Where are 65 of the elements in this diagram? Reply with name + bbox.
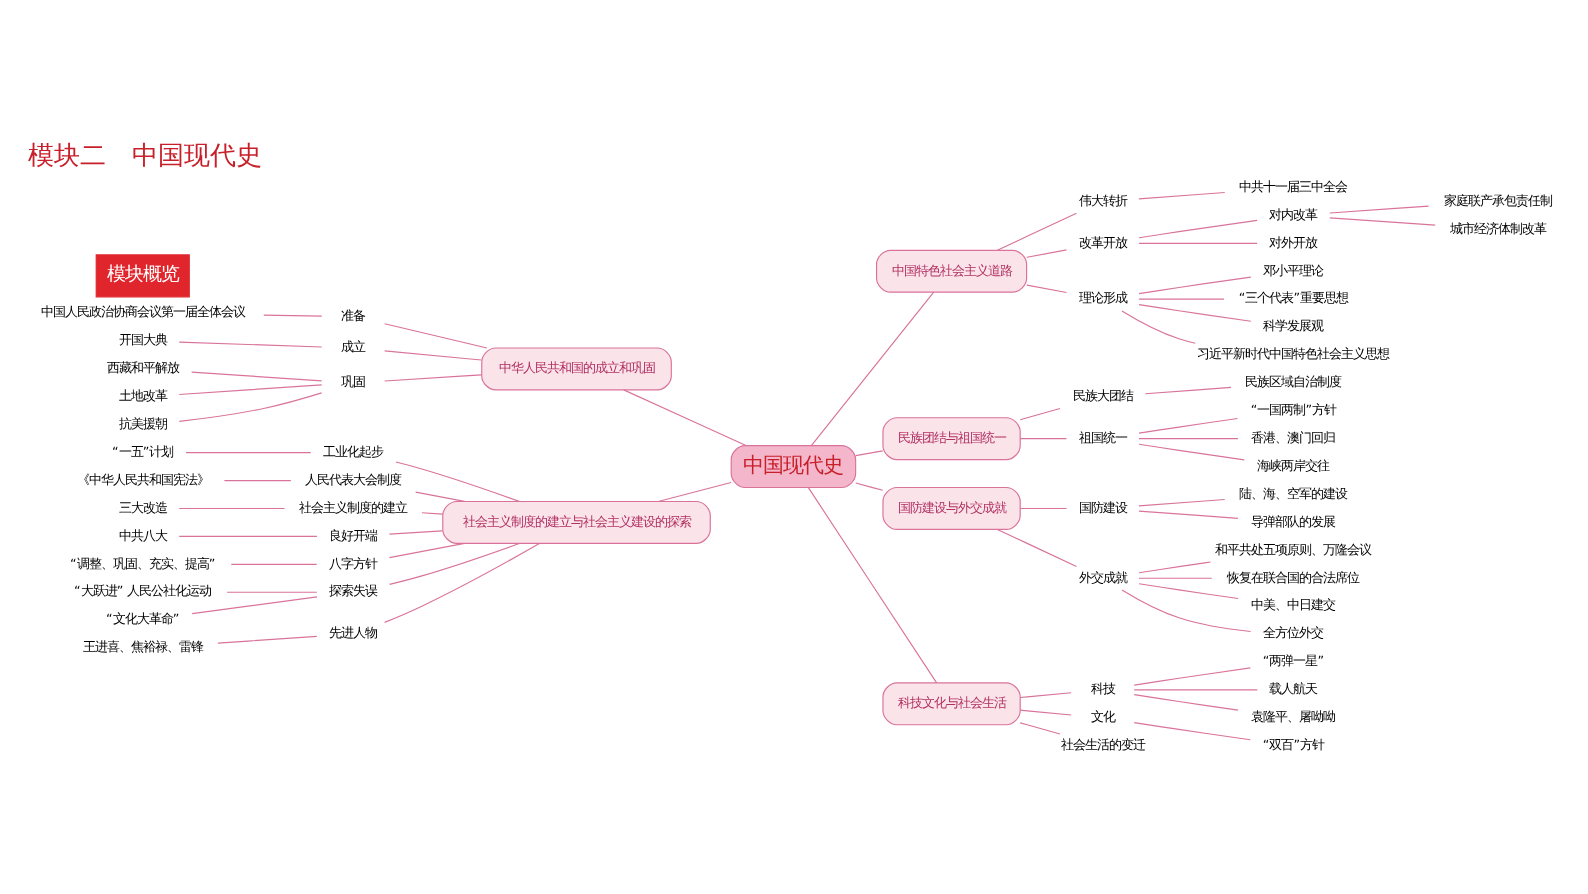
connector [1138, 576, 1213, 578]
connector [226, 590, 318, 592]
connector [1138, 509, 1239, 518]
connector [178, 383, 323, 395]
connector [185, 451, 312, 453]
connector [1138, 275, 1252, 294]
connector [263, 313, 323, 316]
connector [1026, 283, 1068, 293]
connector [384, 373, 483, 381]
connector [388, 541, 466, 558]
connector [1138, 582, 1239, 599]
connector [623, 388, 747, 446]
connector [1138, 416, 1239, 433]
connector [178, 534, 318, 536]
connector [1138, 303, 1252, 321]
connector [1138, 218, 1258, 238]
diagram-title: 模块二 中国现代史 [28, 140, 263, 171]
connector [384, 349, 483, 360]
connector [178, 391, 323, 421]
connector [1329, 216, 1436, 225]
connector [810, 290, 935, 445]
connector [1138, 560, 1212, 573]
connector [389, 541, 520, 584]
connector [1138, 442, 1245, 460]
node-box: 中国现代史 [730, 444, 857, 488]
connector [1133, 688, 1258, 690]
connector [1138, 297, 1225, 299]
connector [1144, 385, 1232, 394]
connector [415, 490, 466, 502]
connector [1138, 437, 1239, 439]
connector [384, 322, 488, 348]
connector [1121, 588, 1252, 632]
connector [178, 506, 286, 509]
connector [191, 595, 318, 614]
connector [1019, 406, 1061, 420]
connector [217, 634, 318, 643]
connector [178, 340, 323, 347]
connector [807, 486, 938, 683]
connector [1121, 309, 1196, 343]
connector [1019, 721, 1061, 734]
connector [1019, 437, 1068, 439]
connector [223, 479, 292, 481]
connector [1019, 708, 1072, 715]
connector [388, 529, 443, 534]
connector [1133, 721, 1251, 740]
connector [1138, 497, 1226, 506]
connector [855, 481, 884, 490]
connector [1138, 241, 1258, 243]
connector [1133, 666, 1251, 685]
connector [855, 449, 884, 456]
connector [1329, 204, 1430, 213]
connector [996, 527, 1078, 567]
connector [1019, 506, 1068, 509]
connector [657, 480, 732, 502]
connector [395, 460, 520, 501]
connector [1133, 693, 1239, 710]
connector [421, 511, 444, 514]
connector [1019, 691, 1072, 698]
connector [1026, 248, 1068, 257]
connector [191, 370, 323, 381]
label: 模块概览 [106, 263, 179, 286]
connector [384, 541, 540, 622]
connector [1138, 190, 1226, 199]
connector [230, 562, 318, 564]
connector [996, 211, 1078, 250]
